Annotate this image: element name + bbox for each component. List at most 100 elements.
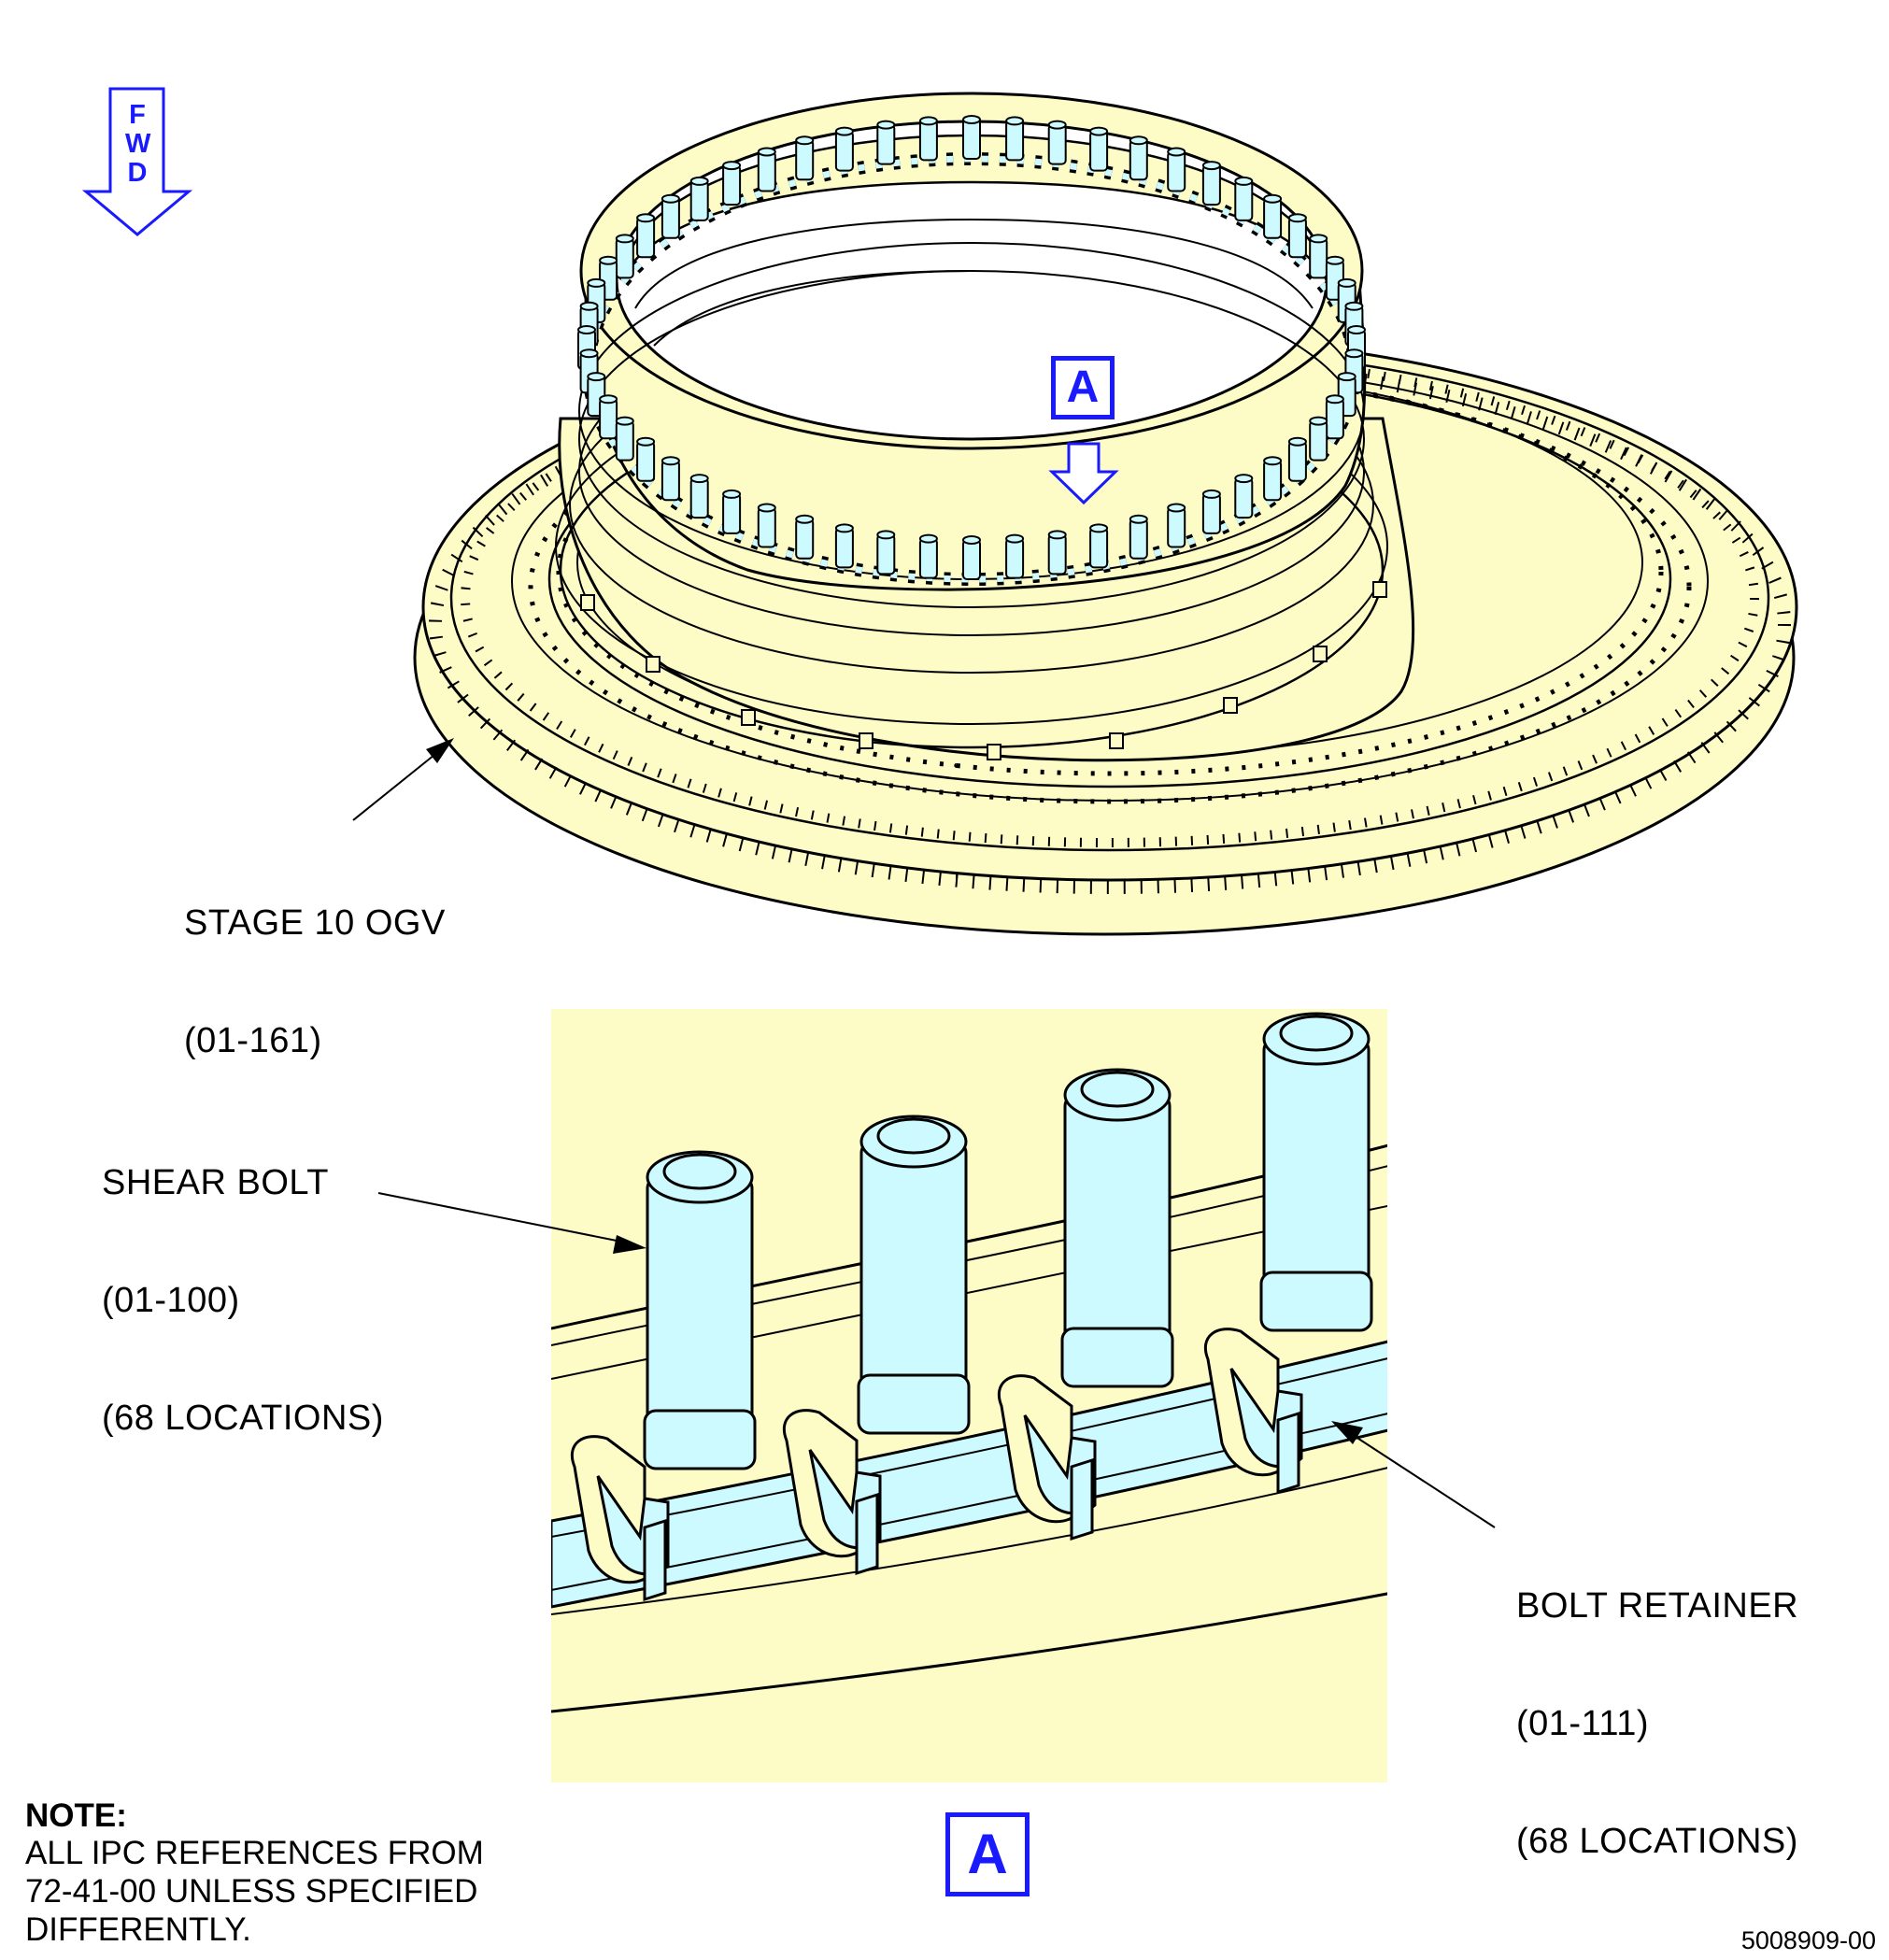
- shear-bolt: [689, 176, 709, 221]
- upper-ring-inner-line: [634, 218, 1314, 309]
- shear-bolt: [876, 120, 896, 165]
- shear-bolt: [1129, 514, 1148, 560]
- shear-bolt: [722, 161, 742, 206]
- shear-bolt: [834, 126, 854, 172]
- shear-bolt: [757, 147, 776, 192]
- boss: [1223, 697, 1238, 714]
- shear-bolt-label: SHEAR BOLT (01-100) (68 LOCATIONS): [102, 1085, 384, 1477]
- ogv-hole-row-2: [556, 367, 1664, 776]
- note-text: ALL IPC REFERENCES FROM 72-41-00 UNLESS …: [25, 1835, 484, 1948]
- shear-bolt: [1005, 533, 1025, 579]
- figure-number: 5008909-00: [1740, 1926, 1876, 1954]
- upper-ring-band-b: [578, 270, 1365, 608]
- bolt-retainer-label: BOLT RETAINER (01-111) (68 LOCATIONS): [1516, 1508, 1798, 1900]
- boss: [859, 732, 873, 749]
- fwd-letter: F: [129, 100, 146, 130]
- bolt-retainer-name: BOLT RETAINER: [1516, 1586, 1799, 1626]
- shear-bolt: [722, 489, 742, 534]
- bolt-retainer-leader-line: [1349, 1432, 1496, 1528]
- shear-bolt: [1005, 116, 1025, 162]
- shear-bolt-leader-arrow: [613, 1235, 646, 1254]
- shear-bolt: [876, 530, 896, 575]
- shear-bolt: [1287, 213, 1307, 259]
- stage10-ogv-label: STAGE 10 OGV (01-161): [184, 825, 446, 1100]
- detail-shear-bolt: [1259, 1012, 1373, 1332]
- shear-bolt: [1201, 489, 1221, 534]
- shear-bolt: [636, 436, 656, 482]
- boss: [580, 594, 595, 611]
- boss: [1313, 646, 1328, 662]
- shear-bolt: [1047, 120, 1067, 165]
- shear-bolt: [615, 234, 634, 279]
- shear-bolt: [1325, 394, 1344, 440]
- shear-bolt: [1263, 456, 1283, 502]
- detail-shear-bolts: [643, 1012, 1373, 1470]
- retainer-hook: [998, 1374, 1097, 1541]
- shear-bolt: [1047, 530, 1067, 575]
- detail-retainer-hooks: [571, 1328, 1303, 1602]
- stage10-leader-arrow: [426, 738, 454, 763]
- bolt-retainer-qty: (68 LOCATIONS): [1516, 1822, 1798, 1861]
- shear-bolt: [1201, 161, 1221, 206]
- shear-bolt: [795, 135, 815, 181]
- shear-bolt-leader-line: [377, 1192, 627, 1243]
- shear-bolt: [1263, 193, 1283, 239]
- shear-bolt: [1167, 503, 1186, 548]
- stage10-ogv-assembly: [413, 92, 1798, 936]
- detail-shear-bolt: [857, 1115, 971, 1435]
- shear-bolt: [689, 474, 709, 519]
- shear-bolt: [757, 503, 776, 548]
- view-a-pointer-icon: [1048, 442, 1119, 505]
- view-a-reference-box: A: [1051, 356, 1115, 419]
- shear-bolt: [962, 115, 981, 160]
- boss: [1109, 732, 1124, 749]
- ogv-vane-teeth-2: [461, 348, 1759, 847]
- shear-bolt: [1234, 474, 1254, 519]
- fwd-letter: D: [127, 158, 148, 188]
- shear-bolt: [962, 535, 981, 580]
- shear-bolt: [1167, 147, 1186, 192]
- shear-bolt: [1089, 523, 1109, 569]
- shear-bolt-name: SHEAR BOLT: [102, 1163, 329, 1202]
- shear-bolt: [615, 416, 634, 462]
- view-a-title-box: A: [945, 1812, 1030, 1896]
- bolt-retainer-leader-arrow: [1331, 1421, 1363, 1444]
- stage10-ogv-ref: (01-161): [184, 1021, 322, 1060]
- shear-bolt: [1309, 416, 1328, 462]
- shear-bolt: [599, 394, 618, 440]
- shear-bolt: [918, 533, 938, 579]
- shear-bolt: [636, 213, 656, 259]
- casing-bosses: [580, 581, 1387, 760]
- bolt-retainer-ref: (01-111): [1516, 1704, 1649, 1743]
- retainer-hook: [571, 1435, 670, 1602]
- shear-bolt: [1089, 126, 1109, 172]
- detail-casing-edge-5: [551, 1467, 1387, 1615]
- shear-bolt-ring: [577, 115, 1366, 580]
- fwd-label: F W D: [125, 100, 151, 188]
- shear-bolt: [1287, 436, 1307, 482]
- detail-casing-edge-6: [551, 1592, 1387, 1713]
- boss: [987, 744, 1001, 760]
- detail-shear-bolt: [1060, 1068, 1174, 1388]
- shear-bolt: [918, 116, 938, 162]
- shear-bolt: [834, 523, 854, 569]
- detail-view-a: [551, 1009, 1387, 1782]
- detail-shear-bolt: [643, 1150, 757, 1470]
- retainer-hook: [1204, 1328, 1303, 1495]
- note-title: NOTE:: [25, 1797, 127, 1834]
- shear-bolt: [1129, 135, 1148, 181]
- shear-bolt: [795, 514, 815, 560]
- shear-bolt-qty: (68 LOCATIONS): [102, 1399, 384, 1438]
- shear-bolt: [660, 193, 680, 239]
- shear-bolt: [1309, 234, 1328, 279]
- shear-bolt: [1234, 176, 1254, 221]
- fwd-arrow-icon: [81, 87, 193, 236]
- shear-bolt-ref: (01-100): [102, 1281, 240, 1320]
- retainer-hook: [783, 1409, 882, 1576]
- boss: [741, 709, 756, 726]
- stage10-leader-line: [352, 750, 440, 821]
- fwd-letter: W: [125, 129, 151, 159]
- boss: [1372, 581, 1387, 598]
- stage10-ogv-name: STAGE 10 OGV: [184, 903, 446, 943]
